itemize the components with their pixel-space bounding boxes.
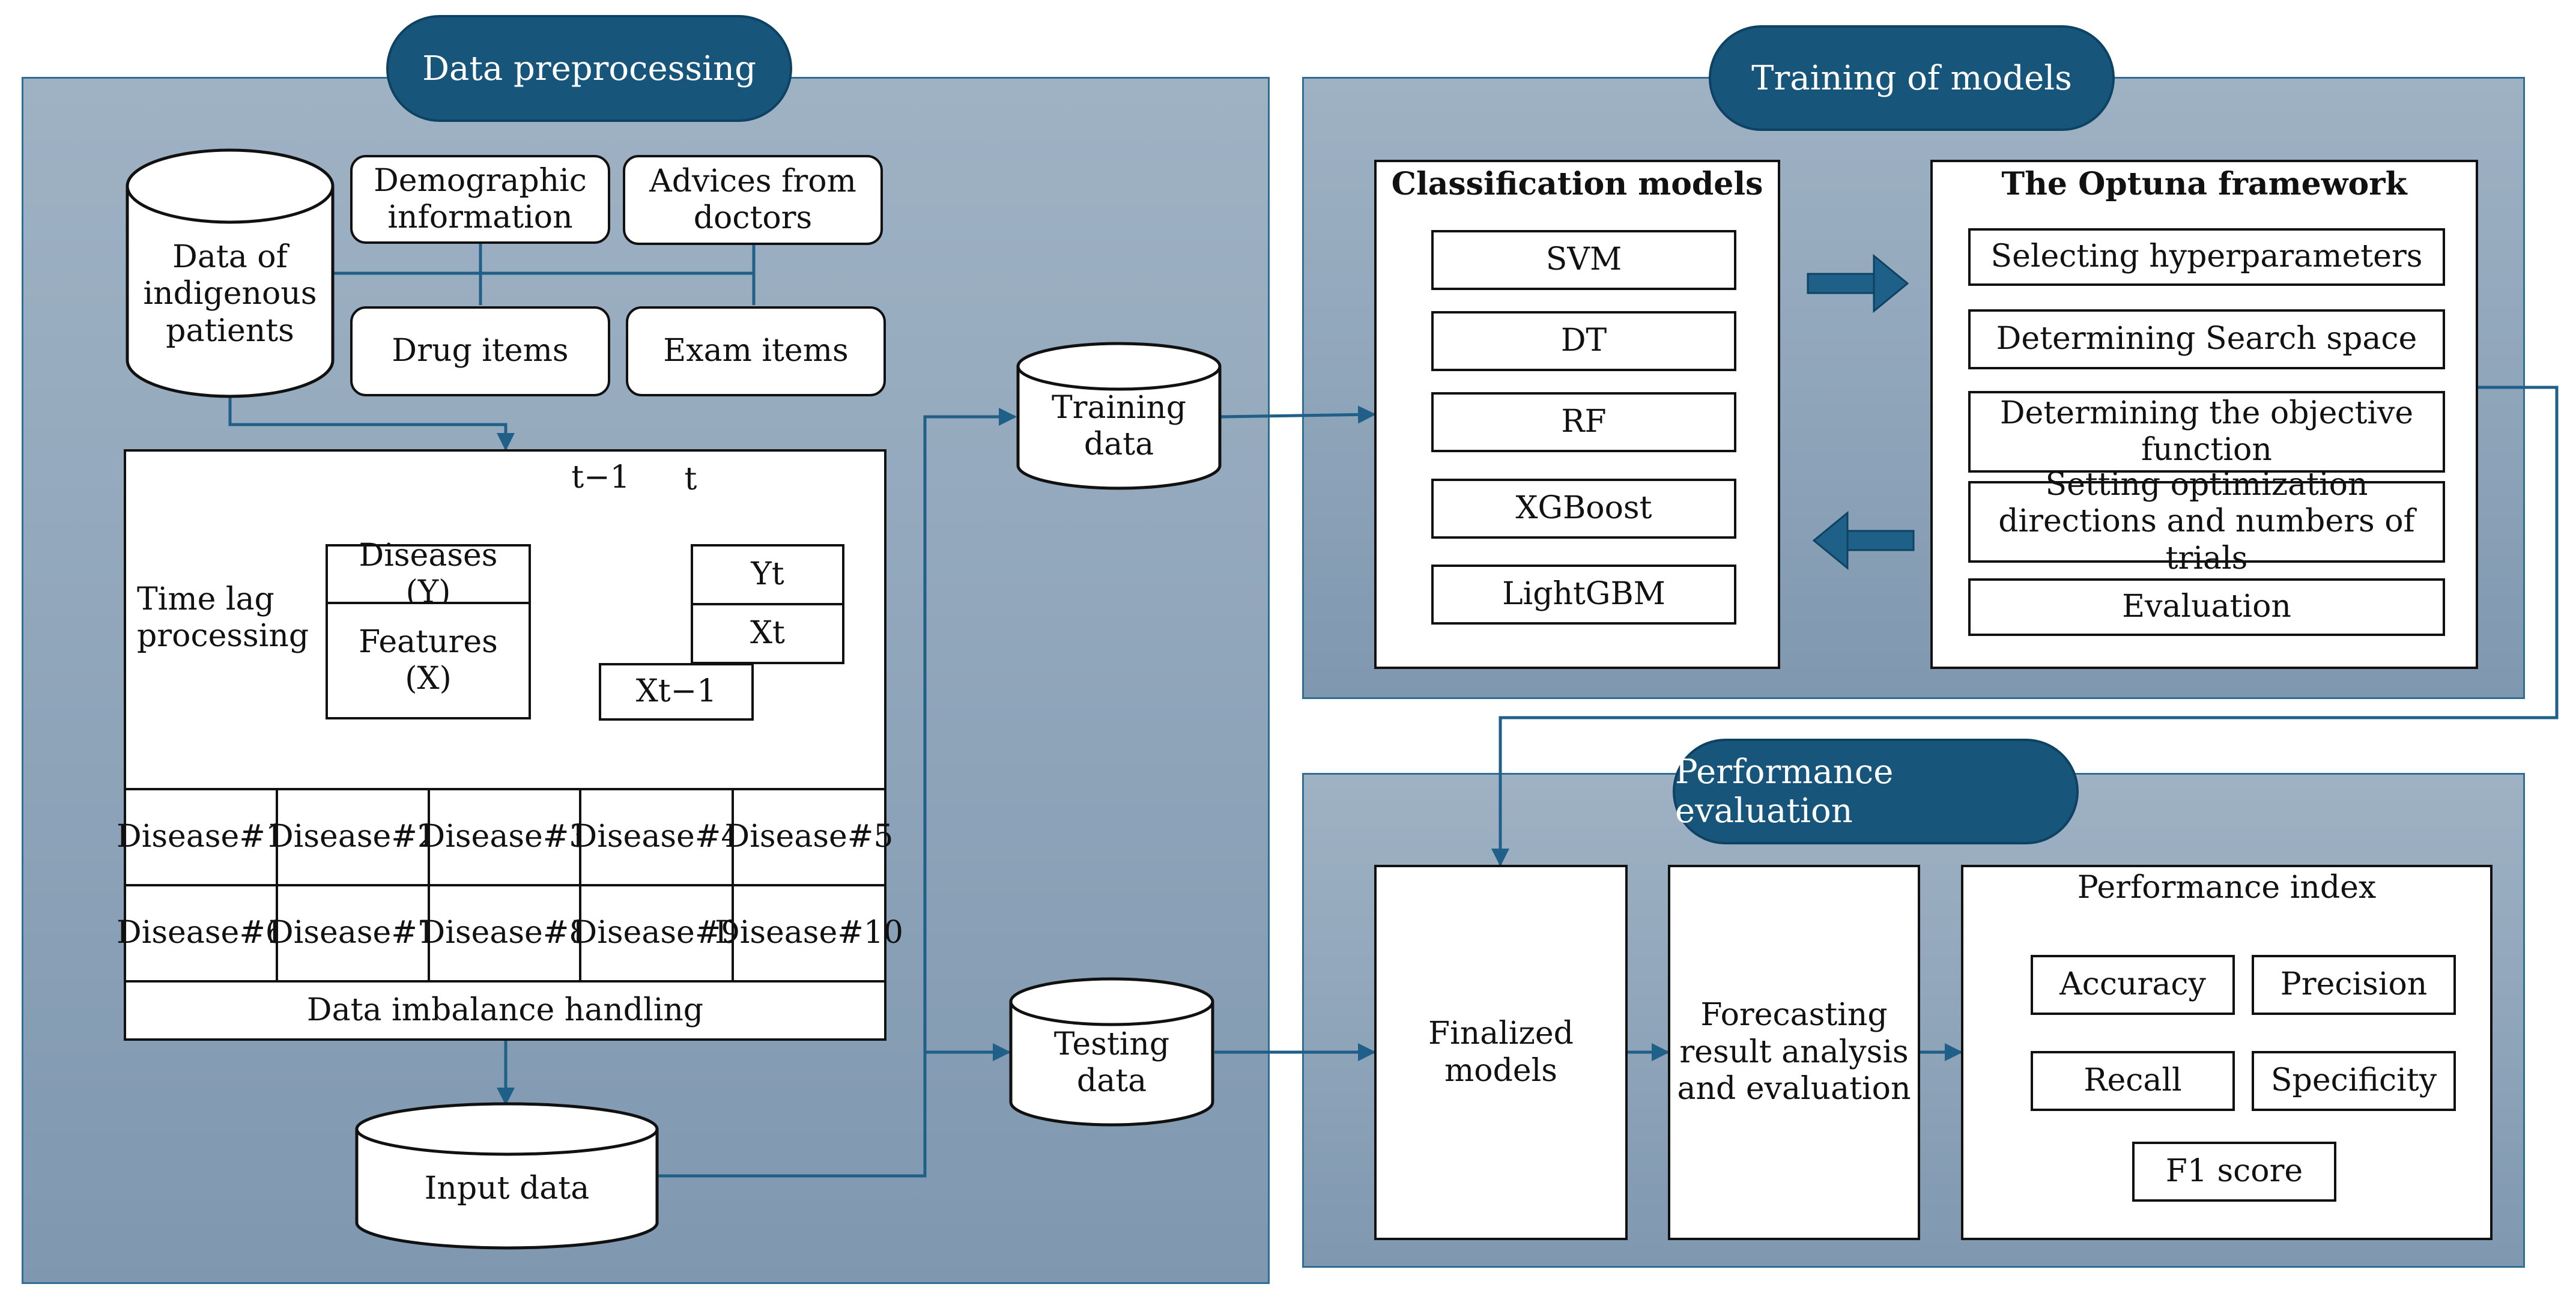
metric-f1-score: F1 score — [2132, 1142, 2336, 1202]
backward-block-arrow — [1812, 510, 1915, 571]
disease-cell: Disease#2 — [268, 788, 437, 886]
training-data-label: Training data — [1051, 389, 1187, 462]
model-item-dt: DT — [1431, 311, 1736, 371]
disease-cell: Disease#3 — [420, 788, 589, 886]
model-item-rf: RF — [1431, 392, 1736, 452]
t-minus-1-label: t−1 — [571, 459, 630, 495]
model-item-xgboost: XGBoost — [1431, 479, 1736, 539]
performance-index-title: Performance index — [2077, 870, 2377, 906]
t-label: t — [684, 461, 697, 497]
optuna-step-hyperparameters: Selecting hyperparameters — [1968, 228, 2445, 286]
finalized-models-box: Finalized models — [1374, 865, 1628, 1240]
evaluation-pill: Performance evaluation — [1673, 739, 2079, 844]
forecasting-analysis-box: Forecasting result analysis and evaluati… — [1668, 865, 1920, 1240]
to-classification-arrow — [1220, 405, 1376, 424]
disease-cell: Disease#6 — [117, 884, 285, 983]
metric-accuracy: Accuracy — [2031, 955, 2235, 1015]
optuna-step-evaluation: Evaluation — [1968, 578, 2445, 636]
optuna-step-directions: Setting optimization directions and numb… — [1968, 467, 2445, 577]
input-data-label: Input data — [424, 1170, 590, 1207]
optuna-step-search-space: Determining Search space — [1968, 309, 2445, 369]
preprocessing-pill: Data preprocessing — [386, 15, 792, 122]
xt-cell: Xt — [691, 603, 844, 664]
yt-cell: Yt — [691, 544, 844, 605]
disease-cell: Disease#4 — [572, 788, 741, 886]
demographic-box: Demographic information — [350, 155, 610, 244]
optuna-to-finalized-arrow — [1491, 386, 2559, 867]
source-db-label: Data of indigenous patients — [143, 238, 317, 349]
testing-data-label: Testing data — [1053, 1026, 1170, 1099]
exam-items-box: Exam items — [626, 306, 886, 396]
model-item-lightgbm: LightGBM — [1431, 565, 1736, 625]
testing-data-cylinder — [1009, 977, 1214, 1127]
disease-cell: Disease#8 — [420, 884, 589, 983]
metric-precision: Precision — [2252, 955, 2456, 1015]
classification-title: Classification models — [1391, 166, 1763, 202]
metric-recall: Recall — [2031, 1051, 2235, 1111]
xt-minus-1-cell: Xt−1 — [599, 663, 754, 721]
drug-items-box: Drug items — [350, 306, 610, 396]
optuna-title: The Optuna framework — [2001, 166, 2407, 202]
source-db-cylinder — [126, 148, 335, 398]
input-data-cylinder — [355, 1102, 659, 1250]
model-item-svm: SVM — [1431, 230, 1736, 290]
metric-specificity: Specificity — [2252, 1051, 2456, 1111]
time-lag-label: Time lag processing — [137, 581, 309, 655]
to-timelag-arrow — [228, 396, 515, 451]
disease-cell: Disease#9 — [572, 884, 741, 983]
training-pill: Training of models — [1709, 25, 2115, 131]
training-data-cylinder — [1016, 342, 1222, 490]
disease-cell: Disease#10 — [715, 884, 903, 983]
optuna-step-objective: Determining the objective function — [1968, 391, 2445, 473]
diseases-y-cell: Diseases (Y) — [326, 537, 531, 610]
disease-cell: Disease#7 — [268, 884, 437, 983]
disease-cell: Disease#5 — [725, 788, 893, 886]
disease-cell: Disease#1 — [117, 788, 285, 886]
features-x-cell: Features (X) — [326, 602, 531, 719]
to-training-data-arrow — [658, 408, 1017, 1178]
advices-box: Advices from doctors — [623, 155, 883, 245]
imbalance-handling-bar: Data imbalance handling — [124, 980, 886, 1041]
forward-block-arrow — [1807, 253, 1909, 313]
